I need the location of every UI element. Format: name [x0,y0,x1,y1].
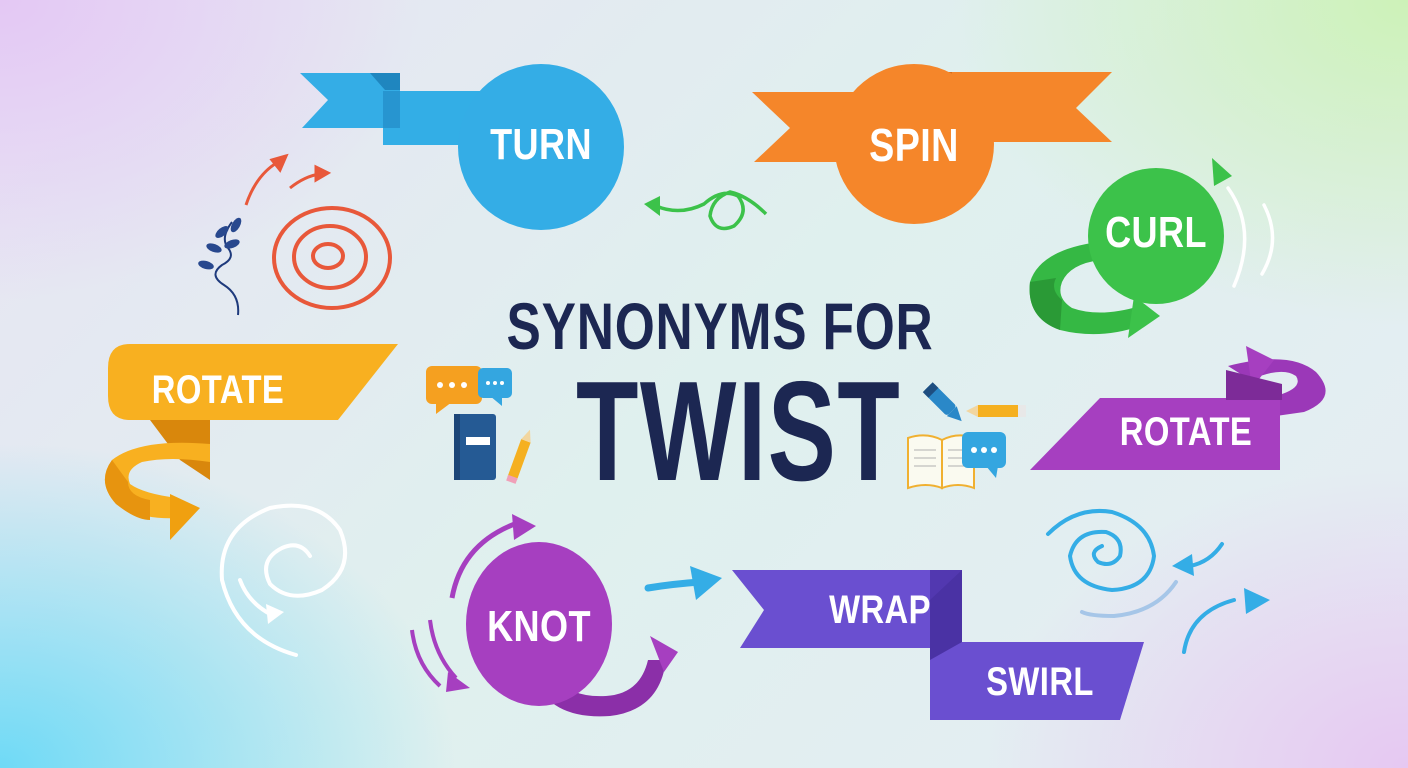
curl-circle [1088,168,1224,304]
blue-spiral-icon [1046,509,1270,654]
turn-circle [458,64,624,230]
wrap-swirl-ribbon [732,570,1144,720]
synonym-curl: CURL [1105,208,1207,257]
synonym-rotate-left: ROTATE [151,368,285,412]
pen-icon [922,382,962,422]
red-arrow-icon [244,153,332,206]
white-arc-icon [1226,186,1275,288]
white-spiral-icon [219,503,348,657]
synonym-wrap: WRAP [829,588,931,632]
rotate-left-ribbon [104,344,398,540]
speech-bubbles-icon [426,366,512,414]
title-line-1: SYNONYMS FOR [506,289,934,363]
synonym-turn: TURN [490,120,592,169]
green-arrow-head-icon [1212,158,1232,186]
synonym-knot: KNOT [487,602,591,651]
curl-loop [1029,242,1160,338]
green-knot-loop-icon [644,190,768,231]
pencil-icon-right [966,405,1026,417]
pencil-icon [506,429,531,484]
book-icon [454,414,496,480]
chat-bubble-icon [962,432,1006,478]
knot-circle [466,542,612,706]
knot-loop [410,514,678,717]
synonym-swirl: SWIRL [986,660,1094,704]
spin-circle [834,64,994,224]
red-concentric-circles-icon [272,206,392,310]
synonym-rotate-right: ROTATE [1119,410,1253,454]
blue-arrow-icon [644,566,722,600]
rotate-right-ribbon [1030,346,1326,470]
synonym-spin: SPIN [869,119,959,171]
title-line-2: TWIST [576,352,902,511]
leaf-vine-icon [198,217,242,316]
